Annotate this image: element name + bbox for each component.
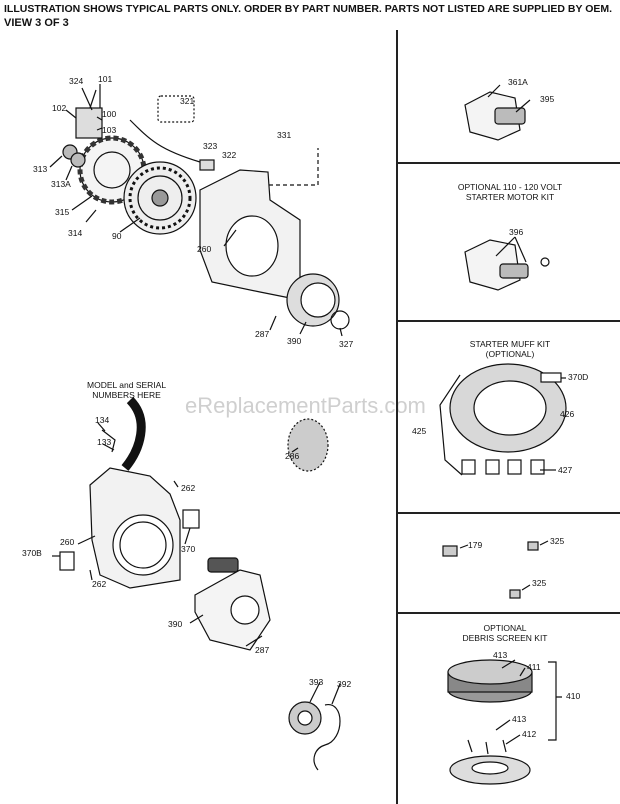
panel-divider-2 (397, 320, 620, 322)
part-label: 101 (98, 74, 113, 84)
starter-muff-drawing (439, 363, 567, 476)
panel-divider-vertical (396, 30, 398, 804)
part-label: 324 (69, 76, 84, 86)
part-label: 286 (285, 451, 300, 461)
part-label: 314 (68, 228, 83, 238)
part-label: 390 (287, 336, 302, 346)
screen-drawing (287, 418, 329, 472)
part-label: 313A (51, 179, 71, 189)
retainer-drawing (330, 310, 350, 330)
part-label: 370D (568, 372, 589, 382)
rewind-starter-drawing (286, 273, 340, 327)
part-label: 395 (540, 94, 555, 104)
muff-kit-title: STARTER MUFF KIT (OPTIONAL) (469, 339, 551, 359)
part-label: 102 (52, 103, 67, 113)
part-label: 133 (97, 437, 112, 447)
part-label: 410 (566, 691, 581, 701)
model-serial-note: MODEL and SERIAL NUMBERS HERE (87, 380, 167, 400)
harness-drawing (129, 119, 201, 163)
part-label: 425 (412, 426, 427, 436)
part-label: 322 (222, 150, 237, 160)
part-label: 287 (255, 645, 270, 655)
part-label: 321 (180, 96, 195, 106)
decal-drawing (182, 509, 200, 529)
part-label: 90 (112, 231, 122, 241)
part-label: 179 (468, 540, 483, 550)
part-label: 315 (55, 207, 70, 217)
electric-starter-drawing (464, 84, 531, 141)
part-label: 427 (558, 465, 573, 475)
part-label: 413 (512, 714, 527, 724)
part-label: 411 (527, 662, 541, 672)
part-label: 361A (508, 77, 528, 87)
part-label: 392 (337, 679, 352, 689)
part-label: 260 (60, 537, 75, 547)
part-label: 103 (102, 125, 117, 135)
part-label: 325 (550, 536, 565, 546)
rectifier-drawing (75, 107, 103, 139)
part-label: 331 (277, 130, 292, 140)
part-label: 262 (92, 579, 107, 589)
part-label: 262 (181, 483, 196, 493)
part-label: 393 (309, 677, 324, 687)
part-label: 313 (33, 164, 48, 174)
part-label: 325 (532, 578, 547, 588)
watermark: eReplacementParts.com (185, 393, 426, 418)
panel-divider-1 (397, 162, 620, 164)
clip-drawing (442, 545, 458, 557)
part-label: 327 (339, 339, 354, 349)
panel-divider-3 (397, 512, 620, 514)
panel-divider-4 (397, 612, 620, 614)
part-label: 390 (168, 619, 183, 629)
part-label: 413 (493, 650, 508, 660)
part-label: 287 (255, 329, 270, 339)
bracket-drawing (101, 429, 116, 453)
part-label: 100 (102, 109, 117, 119)
starter-motor-kit-drawing (464, 236, 550, 291)
spring-drawing (313, 704, 341, 771)
flywheel-drawing (123, 161, 197, 235)
debris-screen-drawing (447, 659, 562, 785)
part-label: 370B (22, 548, 42, 558)
view-label: VIEW 3 OF 3 (4, 17, 69, 29)
part-label: 260 (197, 244, 212, 254)
part-label: 134 (95, 415, 110, 425)
part-label: 396 (509, 227, 524, 237)
motor-kit-title: OPTIONAL 110 - 120 VOLT STARTER MOTOR KI… (457, 182, 563, 202)
part-label: 412 (522, 729, 537, 739)
header-notice: ILLUSTRATION SHOWS TYPICAL PARTS ONLY. O… (4, 3, 613, 15)
debris-kit-title: OPTIONAL DEBRIS SCREEN KIT (462, 623, 548, 643)
part-label: 323 (203, 141, 218, 151)
part-label: 426 (560, 409, 575, 419)
part-label: 370 (181, 544, 196, 554)
